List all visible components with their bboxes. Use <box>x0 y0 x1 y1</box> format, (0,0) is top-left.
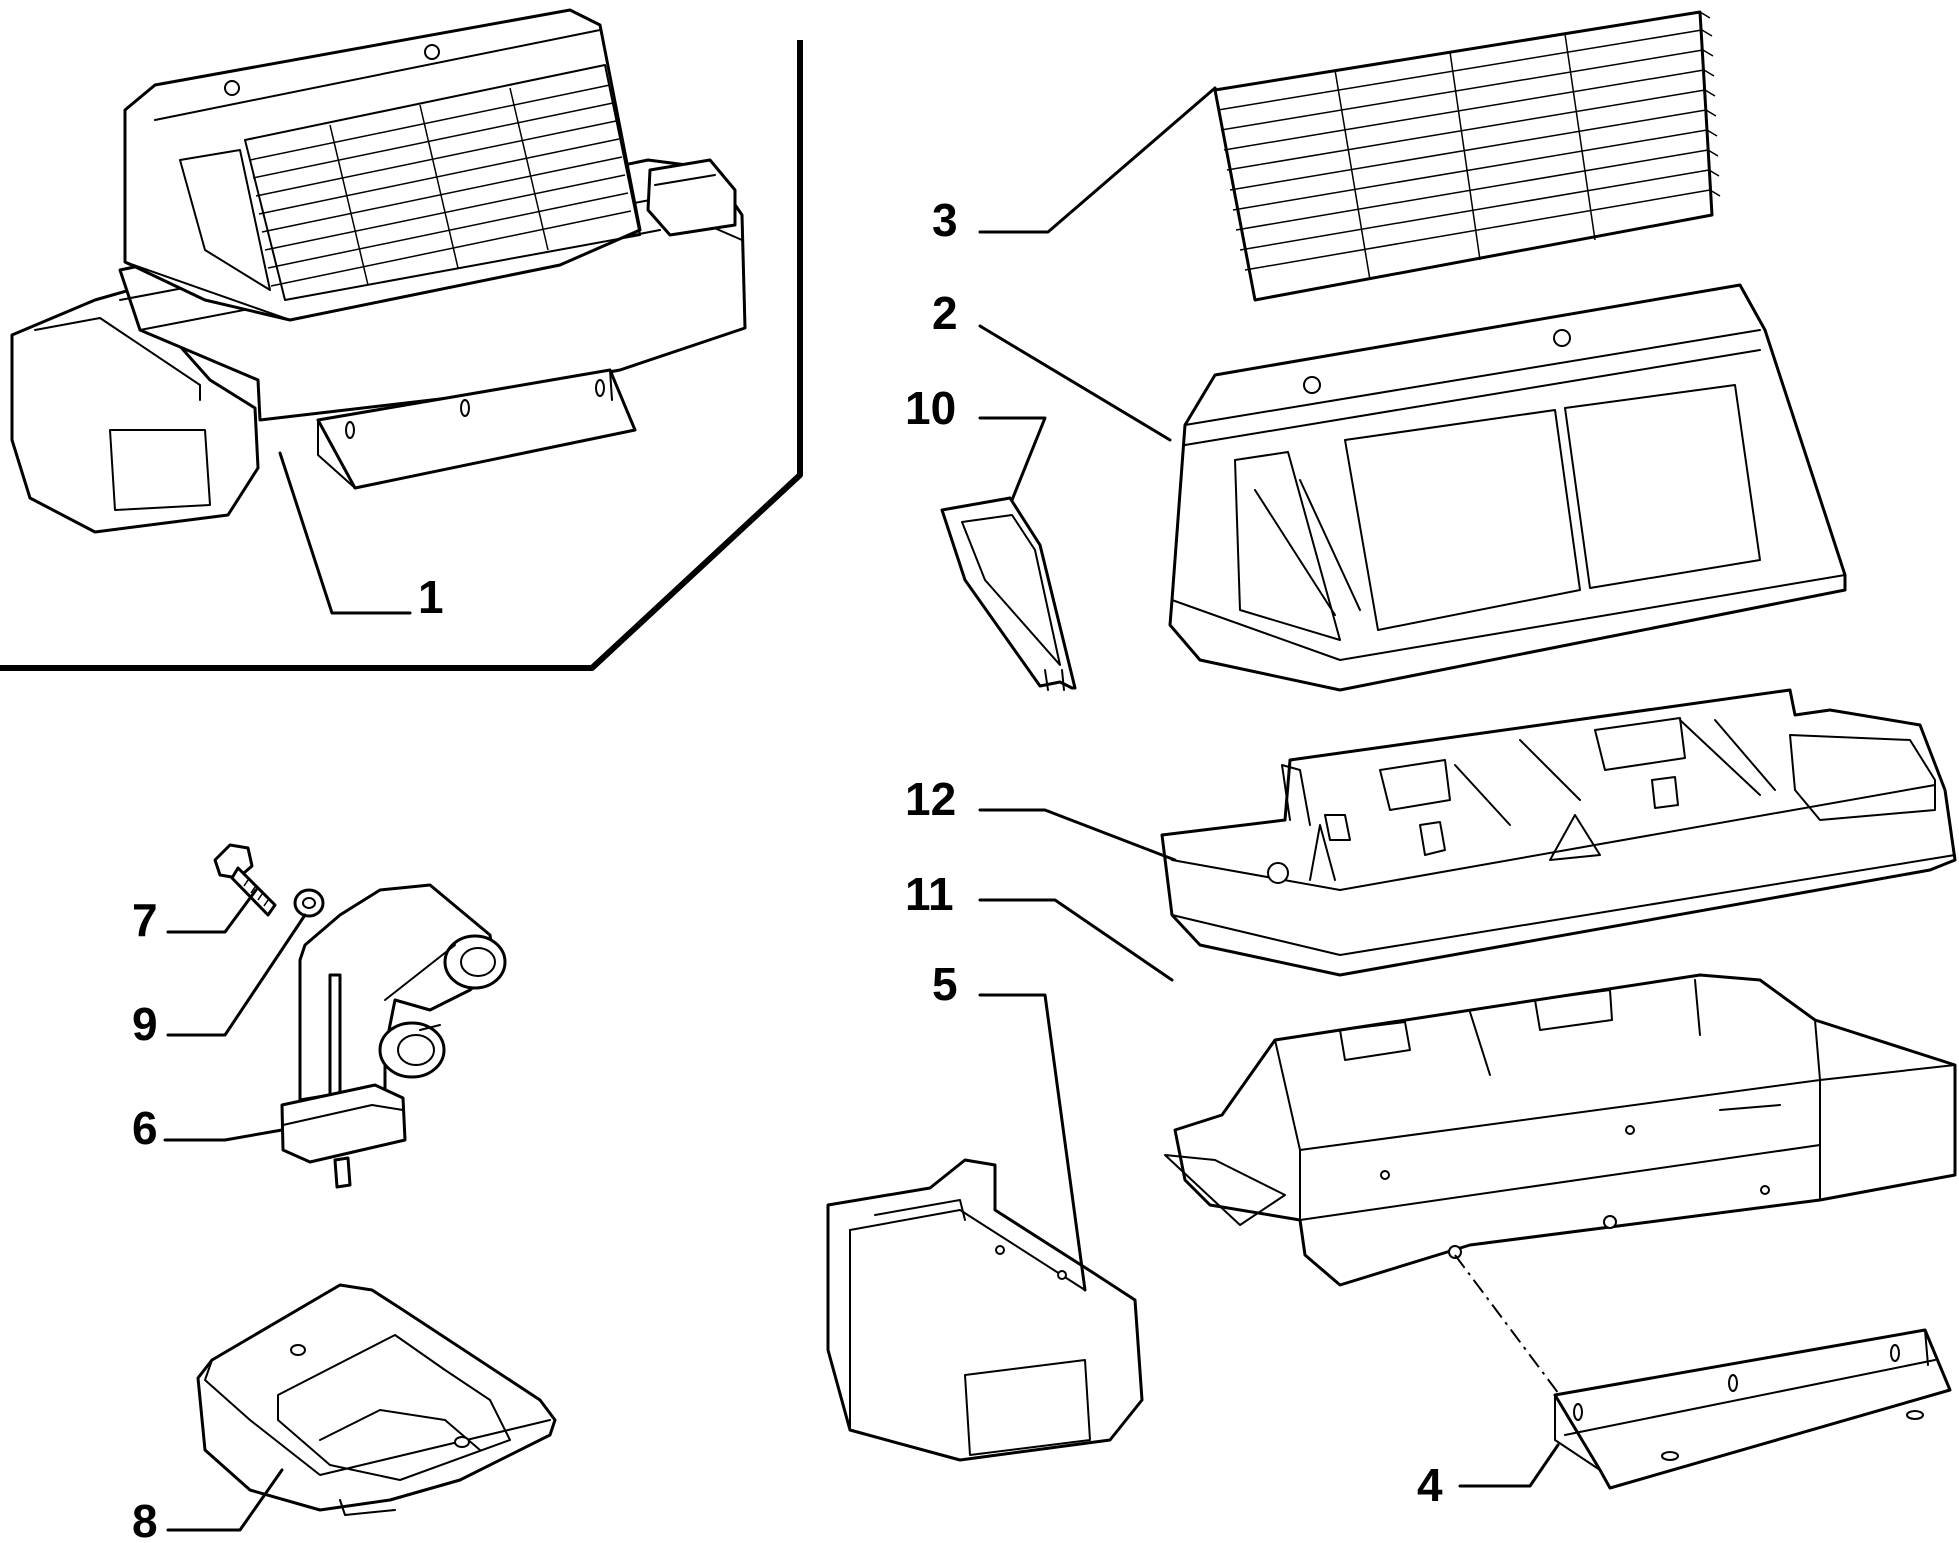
callout-5: 5 <box>932 958 958 1010</box>
part-8-floor-plate <box>196 1283 557 1516</box>
leader-lines <box>163 86 1560 1532</box>
part-6-pipe-connector <box>280 883 507 1189</box>
callout-8: 8 <box>132 1495 158 1543</box>
callout-2: 2 <box>932 287 958 339</box>
callout-3: 3 <box>932 194 958 246</box>
callout-7: 7 <box>132 894 158 946</box>
part-5-duct-box <box>826 1158 1144 1462</box>
callout-6: 6 <box>132 1102 158 1154</box>
part-10-deflector <box>940 496 1077 691</box>
callout-10: 10 <box>905 382 956 434</box>
callout-12: 12 <box>905 773 956 825</box>
callout-11: 11 <box>905 868 954 920</box>
part-1-heater-assembly <box>10 8 747 534</box>
callout-1: 1 <box>418 571 444 623</box>
part-11-lower-tray <box>1164 973 1957 1287</box>
part-3-grille <box>1213 10 1721 302</box>
callout-4: 4 <box>1417 1459 1443 1511</box>
part-12-mid-tray <box>1160 688 1957 977</box>
part-2-upper-housing <box>1168 283 1847 692</box>
part-4-mounting-bracket <box>1553 1328 1952 1490</box>
callout-9: 9 <box>132 998 158 1050</box>
part-9-washer <box>293 888 325 918</box>
assembly-frame <box>0 40 803 671</box>
